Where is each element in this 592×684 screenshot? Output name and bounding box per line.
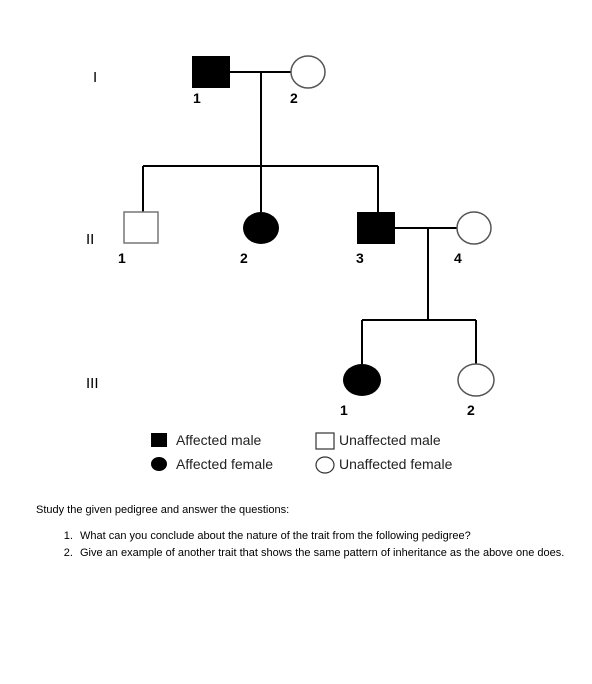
- number-II-3: 3: [356, 250, 364, 266]
- individual-I-1-affected-male: [192, 56, 230, 88]
- individual-III-2-unaffected-female: [457, 363, 495, 397]
- legend-affected-male-label: Affected male: [176, 432, 262, 448]
- legend-affected-female-label: Affected female: [176, 456, 273, 472]
- question-item: What can you conclude about the nature o…: [76, 528, 566, 545]
- number-II-2: 2: [240, 250, 248, 266]
- individual-II-3-affected-male: [357, 212, 395, 244]
- number-II-1: 1: [118, 250, 126, 266]
- generation-label-3: III: [86, 375, 99, 392]
- legend-unaffected-female-symbol: [315, 456, 335, 474]
- individual-III-1-affected-female: [343, 364, 381, 396]
- individual-I-2-unaffected-female: [290, 55, 326, 89]
- number-II-4: 4: [454, 250, 462, 266]
- prompt-text: Study the given pedigree and answer the …: [36, 504, 290, 516]
- legend-unaffected-female-label: Unaffected female: [339, 456, 453, 472]
- number-I-2: 2: [290, 90, 298, 106]
- legend-affected-female-symbol: [151, 457, 167, 471]
- individual-II-2-affected-female: [243, 212, 279, 244]
- number-III-1: 1: [340, 402, 348, 418]
- individual-II-1-unaffected-male: [123, 211, 159, 244]
- generation-label-1: I: [93, 69, 97, 86]
- individual-II-4-unaffected-female: [456, 211, 492, 245]
- legend-unaffected-male-label: Unaffected male: [339, 432, 441, 448]
- generation-label-2: II: [86, 231, 94, 248]
- question-list: What can you conclude about the nature o…: [36, 528, 566, 562]
- legend-unaffected-male-symbol: [315, 432, 335, 450]
- number-I-1: 1: [193, 90, 201, 106]
- number-III-2: 2: [467, 402, 475, 418]
- question-item: Give an example of another trait that sh…: [76, 545, 566, 562]
- legend-affected-male-symbol: [151, 433, 167, 447]
- question-section: Study the given pedigree and answer the …: [36, 502, 566, 562]
